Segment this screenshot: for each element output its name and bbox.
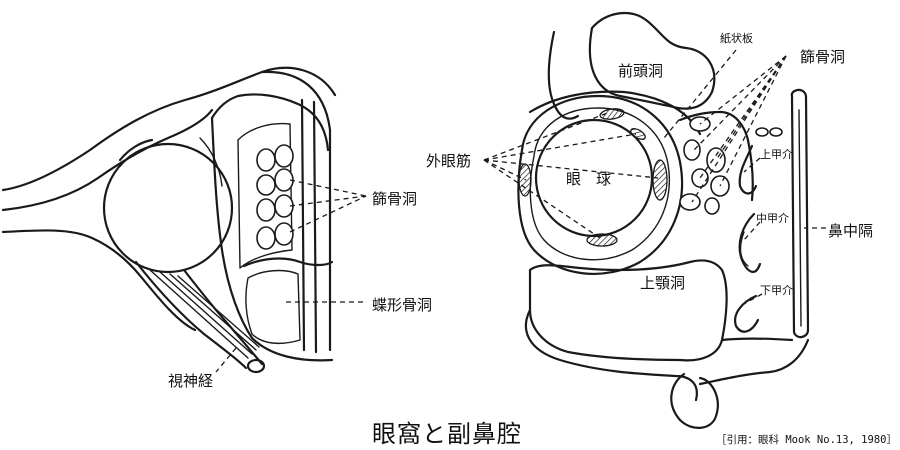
- left-eyeball: [102, 142, 234, 274]
- label-inferior-turbinate: 下甲介: [760, 284, 793, 297]
- middle-turbinate: [738, 212, 762, 273]
- skull-bone-mid: [210, 93, 330, 152]
- medial-rectus-muscle: [652, 159, 668, 201]
- ethmoid-cell-right: [679, 193, 701, 211]
- label-middle-turbinate: 中甲介: [756, 212, 789, 225]
- forehead-contour: [547, 30, 580, 120]
- label-superior-turbinate: 上甲介: [760, 148, 793, 161]
- right-coronal-figure: [483, 12, 826, 429]
- nasal-septum: [790, 88, 810, 339]
- inner-sinus-wall: [237, 122, 293, 269]
- leader-ethmoid-left: [289, 195, 367, 207]
- middle-turbinate-curl: [739, 231, 749, 267]
- label-nasal-septum: 鼻中隔: [828, 222, 874, 240]
- figure-title: 眼窩と副鼻腔: [372, 420, 522, 448]
- brow-ridge: [528, 90, 702, 136]
- posterior-wall-2: [312, 100, 318, 354]
- leader-inferior-turbinate: [739, 293, 763, 307]
- leader-middle-turbinate: [743, 221, 761, 241]
- palate-line: [698, 338, 810, 386]
- label-optic-nerve: 視神経: [168, 372, 214, 390]
- orbital-floor: [1, 229, 197, 332]
- leader-ethmoid-right: [719, 55, 787, 187]
- maxillary-sinus-outline: [528, 259, 728, 362]
- nasal-floor: [720, 337, 794, 342]
- orbit-rim-inner: [529, 107, 671, 261]
- optic-nerve-fiber: [149, 269, 249, 359]
- optic-nerve-fiber: [177, 275, 260, 348]
- sphenoid-sinus-outline: [245, 269, 301, 345]
- anterior-wall: [210, 116, 334, 362]
- leader-ethmoid-right: [693, 55, 787, 151]
- inferior-turbinate: [734, 294, 760, 333]
- ethmoid-cell: [256, 174, 276, 196]
- superior-oblique-muscle: [630, 128, 646, 140]
- ethmoid-cell-right: [704, 197, 720, 215]
- left-sagittal-figure: [1, 66, 367, 374]
- label-maxillary-sinus: 上顎洞: [640, 274, 686, 292]
- frontal-sinus-outline: [588, 12, 716, 110]
- optic-nerve-upper: [182, 268, 264, 366]
- ethmoid-cell: [274, 144, 294, 168]
- ethmoid-cell: [256, 148, 276, 172]
- alveolar-process: [524, 308, 698, 402]
- leader-lamina: [663, 49, 737, 139]
- label-eyeball: 眼 球: [566, 170, 612, 188]
- leader-ethmoid-left: [289, 179, 367, 197]
- optic-nerve-end: [246, 358, 266, 374]
- superior-turbinate: [738, 144, 758, 195]
- leader-extraocular: [483, 133, 637, 161]
- ethmoid-cell: [274, 222, 294, 246]
- leader-superior-turbinate: [743, 157, 761, 173]
- leader-extraocular: [483, 159, 527, 181]
- cribriform-cell: [769, 127, 783, 137]
- orbital-roof-inner: [1, 108, 214, 212]
- ethmoid-cell-right: [683, 139, 701, 161]
- leader-ethmoid-right: [699, 55, 787, 125]
- label-ethmoid-sinus-left: 篩骨洞: [372, 190, 418, 208]
- lamina-papyracea-wall: [678, 110, 754, 202]
- orbital-roof-outer: [1, 66, 337, 192]
- ethmoid-cell-right: [706, 147, 726, 173]
- ethmoid-cell-right: [691, 168, 709, 188]
- posterior-wall-1: [300, 98, 306, 352]
- label-extraocular-muscles: 外眼筋: [426, 152, 472, 170]
- ethmoid-cell: [256, 198, 276, 222]
- eyelid-line: [199, 137, 223, 187]
- label-lamina-papyracea: 紙状板: [720, 32, 753, 45]
- leader-extraocular: [483, 159, 659, 179]
- ethmoid-cell: [256, 226, 276, 250]
- label-sphenoid-sinus: 蝶形骨洞: [372, 296, 433, 314]
- leader-extraocular: [483, 111, 611, 161]
- label-ethmoid-sinus-right: 篩骨洞: [800, 48, 846, 66]
- skull-bone-outer: [260, 70, 332, 352]
- cribriform-cell: [755, 127, 769, 137]
- optic-nerve-fiber: [169, 273, 257, 351]
- orbit-rim-outer: [517, 94, 684, 275]
- optic-nerve-fiber: [159, 271, 253, 355]
- figure-citation: ［引用：眼科 Mook No.13, 1980］: [716, 434, 897, 446]
- septum-midline: [798, 109, 802, 327]
- sinus-divider: [242, 257, 334, 268]
- cornea-bulge: [118, 138, 154, 162]
- inferior-rectus-muscle: [586, 233, 618, 247]
- optic-nerve-lower: [134, 260, 248, 370]
- leader-ethmoid-right: [699, 55, 787, 179]
- label-frontal-sinus: 前頭洞: [618, 62, 664, 80]
- leader-ethmoid-right: [691, 55, 787, 203]
- superior-rectus-muscle: [599, 108, 625, 120]
- tooth-root: [670, 372, 719, 429]
